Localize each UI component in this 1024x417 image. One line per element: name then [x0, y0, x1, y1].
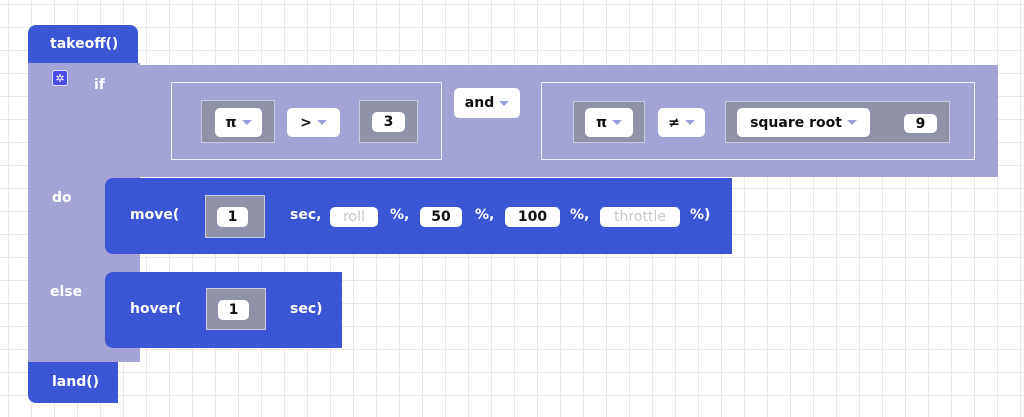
do-label: do — [52, 190, 72, 206]
roll-field[interactable]: roll — [330, 207, 378, 227]
compare-block-left[interactable] — [171, 82, 442, 160]
compare-block-right[interactable] — [541, 82, 975, 160]
chevron-down-icon — [684, 120, 695, 125]
percent-label: %, — [475, 207, 495, 223]
takeoff-block[interactable]: takeoff() — [28, 25, 138, 63]
chevron-down-icon — [241, 120, 252, 125]
operand-value: π — [595, 114, 608, 131]
percent-label: %, — [570, 207, 590, 223]
land-block[interactable]: land() — [28, 362, 118, 403]
function-dropdown[interactable]: square root — [737, 108, 870, 137]
chevron-down-icon — [499, 100, 510, 106]
pitch-field[interactable]: 50 — [420, 207, 462, 227]
number-field[interactable]: 9 — [904, 114, 937, 133]
else-label: else — [50, 284, 83, 300]
duration-field[interactable]: 1 — [217, 207, 248, 227]
operand-value: π — [225, 114, 237, 131]
operator-value: ≠ — [668, 114, 680, 131]
percent-label: %) — [690, 207, 711, 223]
logic-dropdown[interactable]: and — [454, 88, 520, 118]
logic-value: and — [464, 95, 495, 111]
gear-icon[interactable]: ✲ — [52, 70, 68, 86]
operator-dropdown[interactable]: > — [287, 108, 340, 137]
sec-label: sec) — [290, 301, 323, 317]
operand-dropdown[interactable]: π — [215, 108, 262, 137]
hover-label: hover( — [130, 301, 182, 317]
land-label: land() — [52, 374, 100, 390]
sec-label: sec, — [290, 207, 322, 223]
chevron-down-icon — [612, 120, 623, 125]
takeoff-label: takeoff() — [50, 36, 119, 52]
operator-value: > — [300, 114, 312, 131]
percent-label: %, — [390, 207, 410, 223]
operator-dropdown[interactable]: ≠ — [658, 108, 705, 137]
chevron-down-icon — [316, 120, 327, 125]
operand-dropdown[interactable]: π — [585, 108, 633, 137]
yaw-field[interactable]: 100 — [505, 207, 560, 227]
number-field[interactable]: 3 — [372, 112, 405, 132]
function-value: square root — [750, 114, 842, 131]
throttle-field[interactable]: throttle — [600, 207, 680, 227]
duration-field[interactable]: 1 — [218, 300, 249, 320]
if-label: if — [94, 77, 105, 93]
chevron-down-icon — [846, 120, 857, 125]
move-label: move( — [130, 207, 180, 223]
